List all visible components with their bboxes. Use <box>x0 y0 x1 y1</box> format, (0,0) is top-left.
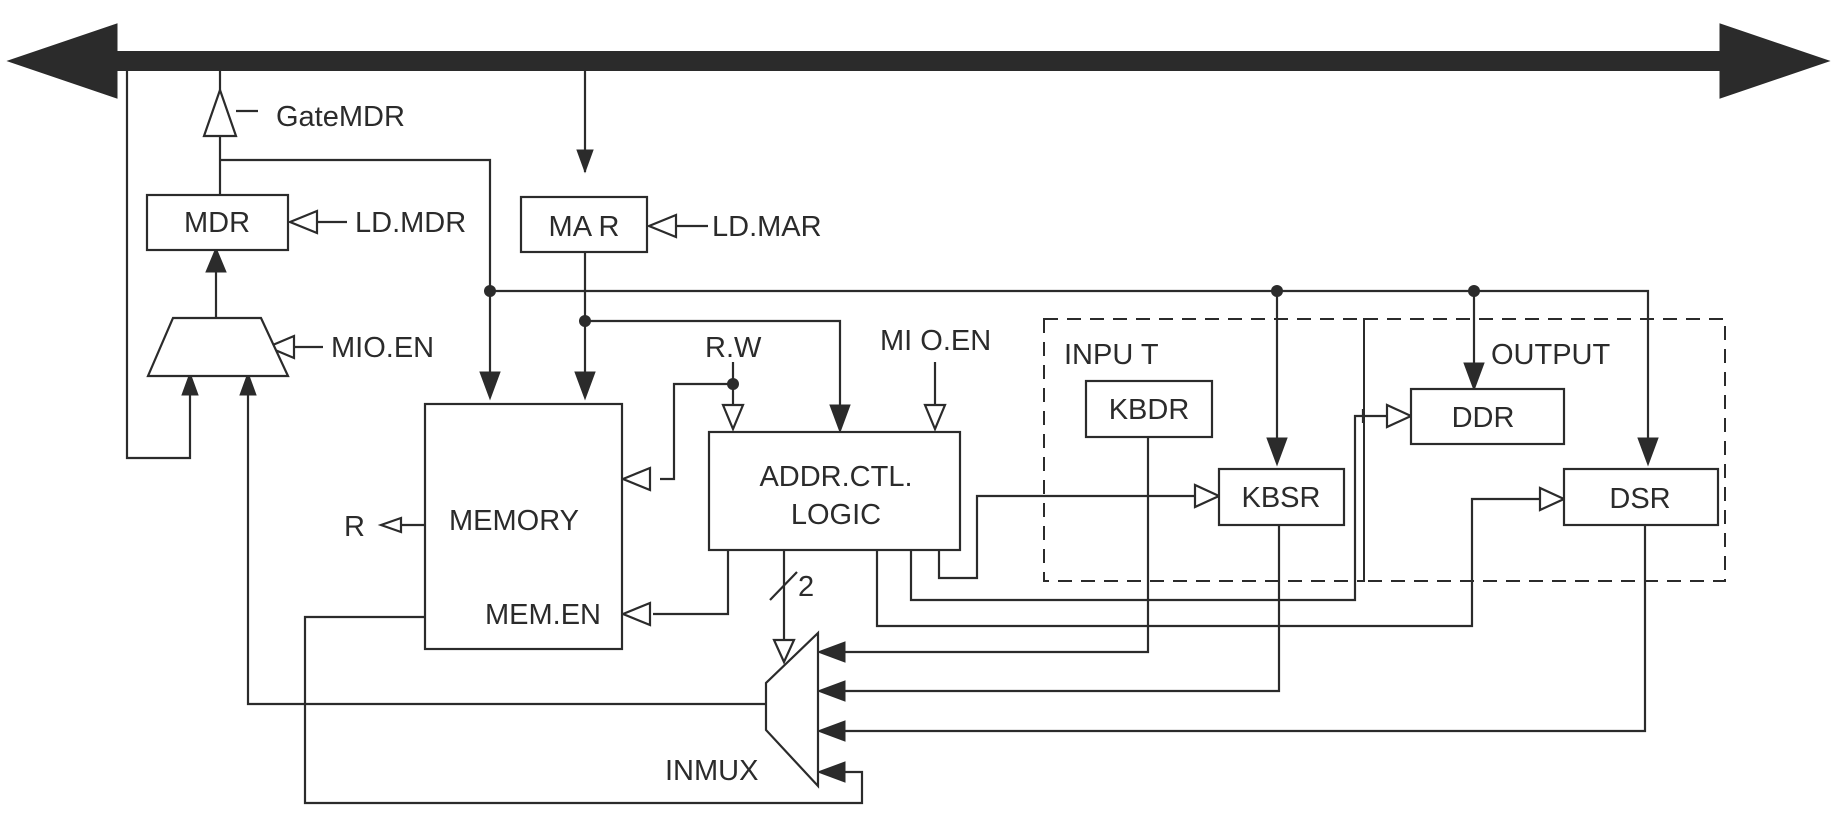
bus-right-arrowhead <box>1719 23 1831 99</box>
output-region-label: OUTPUT <box>1491 339 1611 371</box>
addr-ctl-label-line1: ADDR.CTL. <box>759 461 912 493</box>
data-line-wire <box>490 289 1650 438</box>
system-bus <box>6 23 1831 99</box>
mar-to-addr-logic-wire <box>585 319 842 405</box>
output-region <box>1363 318 1726 582</box>
mdr-to-memory-wire <box>220 158 492 372</box>
inmux-label: INMUX <box>665 755 758 787</box>
memory-to-inmux-wire <box>303 615 864 805</box>
memory-block <box>423 402 624 651</box>
mar-label: MA R <box>549 211 620 243</box>
mem-en-label: MEM.EN <box>485 599 601 631</box>
dsr-label: DSR <box>1609 483 1670 515</box>
dsr-register <box>1562 467 1720 527</box>
select-width-label: 2 <box>798 571 814 603</box>
inmux <box>764 630 820 789</box>
dsr-to-inmux-wire <box>845 525 1647 733</box>
bus-to-mux-wire <box>125 71 192 460</box>
kbdr-register <box>1084 379 1214 439</box>
kbsr-register <box>1217 467 1346 527</box>
ld-mdr-label: LD.MDR <box>355 207 466 239</box>
open-arrowheads <box>265 209 1567 665</box>
mar-register <box>519 195 649 254</box>
mdr-label: MDR <box>184 207 250 239</box>
solid-arrowheads <box>181 149 1659 783</box>
kbsr-label: KBSR <box>1242 482 1321 514</box>
bus-left-arrowhead <box>6 23 118 99</box>
r-label: R <box>344 511 365 543</box>
mdr-register <box>145 193 290 252</box>
memory-label: MEMORY <box>449 505 579 537</box>
kbdr-label: KBDR <box>1109 394 1190 426</box>
rw-label: R.W <box>705 332 762 364</box>
inmux-to-mux-wire <box>246 395 766 706</box>
ddr-register <box>1409 387 1566 446</box>
junction-dots <box>484 285 1480 390</box>
kbdr-to-inmux-wire <box>845 437 1150 654</box>
mio-en-logic-label: MI O.EN <box>880 325 991 357</box>
mio-en-mux-label: MIO.EN <box>331 332 434 364</box>
ld-dsr-wire <box>875 497 1540 628</box>
ddr-label: DDR <box>1452 402 1515 434</box>
ld-mar-label: LD.MAR <box>712 211 822 243</box>
input-region-label: INPU T <box>1064 339 1159 371</box>
addr-ctl-label-line2: LOGIC <box>791 499 881 531</box>
ld-kbsr-wire <box>937 494 1195 580</box>
gatemdr-label: GateMDR <box>276 101 405 133</box>
gatemdr-tristate-buffer <box>202 86 238 138</box>
addr-ctl-logic-block <box>707 430 962 552</box>
ld-ddr-wire <box>909 414 1387 602</box>
mdr-input-mux <box>146 316 290 378</box>
